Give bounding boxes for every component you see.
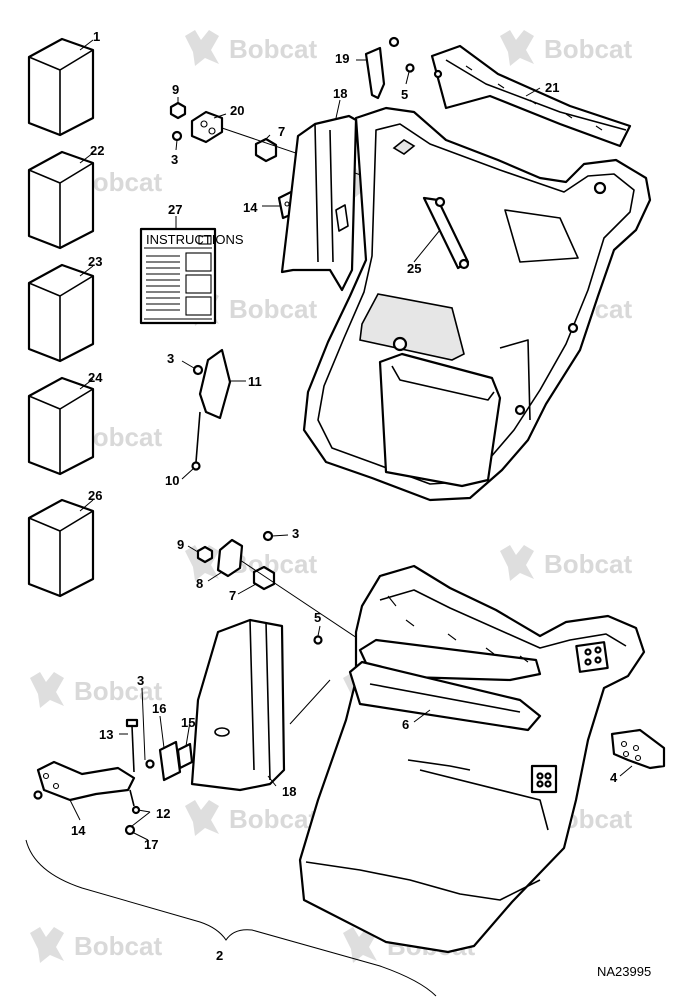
callout-7: 7 [278, 124, 285, 139]
hinge-bar-18-lower [190, 618, 286, 792]
drawing-number: NA23995 [597, 964, 651, 979]
leader-lines [69, 39, 633, 841]
svg-text:Bobcat: Bobcat [229, 294, 317, 324]
plate-16 [145, 740, 182, 782]
svg-text:Bobcat: Bobcat [229, 804, 317, 834]
callout-6: 6 [402, 717, 409, 732]
callout-8: 8 [196, 576, 203, 591]
assembly-brace-2 [25, 839, 437, 997]
callout-21: 21 [545, 80, 559, 95]
watermark: Bobcat [500, 30, 632, 66]
callout-9: 9 [172, 82, 179, 97]
callout-16: 16 [152, 701, 166, 716]
box-part-26 [27, 498, 95, 598]
callout-11: 11 [248, 374, 262, 389]
callout-22: 22 [90, 143, 104, 158]
bolt-13 [125, 718, 139, 773]
callout-3: 3 [292, 526, 299, 541]
callout-23: 23 [88, 254, 102, 269]
upper-hinge-hardware [169, 101, 406, 191]
callout-2: 2 [216, 948, 223, 963]
callout-13: 13 [99, 727, 113, 742]
svg-text:Bobcat: Bobcat [544, 549, 632, 579]
callout-9: 9 [177, 537, 184, 552]
callout-17: 17 [144, 837, 158, 852]
callout-20: 20 [230, 103, 244, 118]
watermark: Bobcat [500, 545, 632, 581]
box-part-23 [27, 263, 95, 363]
callout-26: 26 [88, 488, 102, 503]
box-part-24 [27, 376, 95, 476]
callout-labels: 1 22 23 24 26 27 9 20 3 7 19 18 5 21 14 … [71, 29, 618, 963]
watermark: Bobcat [185, 30, 317, 66]
callout-19: 19 [335, 51, 349, 66]
callout-12: 12 [156, 806, 170, 821]
box-part-1 [27, 37, 95, 137]
callout-25: 25 [407, 261, 421, 276]
svg-text:Bobcat: Bobcat [74, 676, 162, 706]
watermark: Bobcat [30, 927, 162, 963]
strut-11 [191, 348, 232, 471]
bracket-14-lower [33, 760, 141, 836]
door-panel-upper [302, 106, 652, 502]
instructions-sheet: INSTRUCTIONS [139, 227, 244, 325]
latch-bracket-4 [610, 728, 666, 770]
callout-14: 14 [71, 823, 86, 838]
callout-14: 14 [243, 200, 258, 215]
bracket-19 [364, 36, 400, 100]
box-part-22 [27, 150, 95, 250]
svg-text:Bobcat: Bobcat [74, 931, 162, 961]
callout-3: 3 [171, 152, 178, 167]
watermark: Bobcat [30, 672, 162, 708]
svg-text:Bobcat: Bobcat [229, 34, 317, 64]
callout-3: 3 [167, 351, 174, 366]
instructions-title: INSTRUCTIONS [146, 232, 244, 247]
callout-24: 24 [88, 370, 103, 385]
screw-5-upper [405, 63, 415, 73]
callout-27: 27 [168, 202, 182, 217]
callout-4: 4 [610, 770, 618, 785]
spacer-15 [176, 742, 194, 770]
door-panel-lower [298, 564, 646, 954]
hinge-bar-18-upper [280, 114, 358, 292]
callout-18: 18 [282, 784, 296, 799]
callout-5: 5 [401, 87, 408, 102]
watermark: Bobcat [185, 800, 317, 836]
callout-7: 7 [229, 588, 236, 603]
callout-5: 5 [314, 610, 321, 625]
svg-text:Bobcat: Bobcat [544, 34, 632, 64]
callout-18: 18 [333, 86, 347, 101]
callout-1: 1 [93, 29, 100, 44]
callout-3: 3 [137, 673, 144, 688]
callout-10: 10 [165, 473, 179, 488]
callout-15: 15 [181, 715, 195, 730]
trim-strip-21 [430, 44, 632, 148]
